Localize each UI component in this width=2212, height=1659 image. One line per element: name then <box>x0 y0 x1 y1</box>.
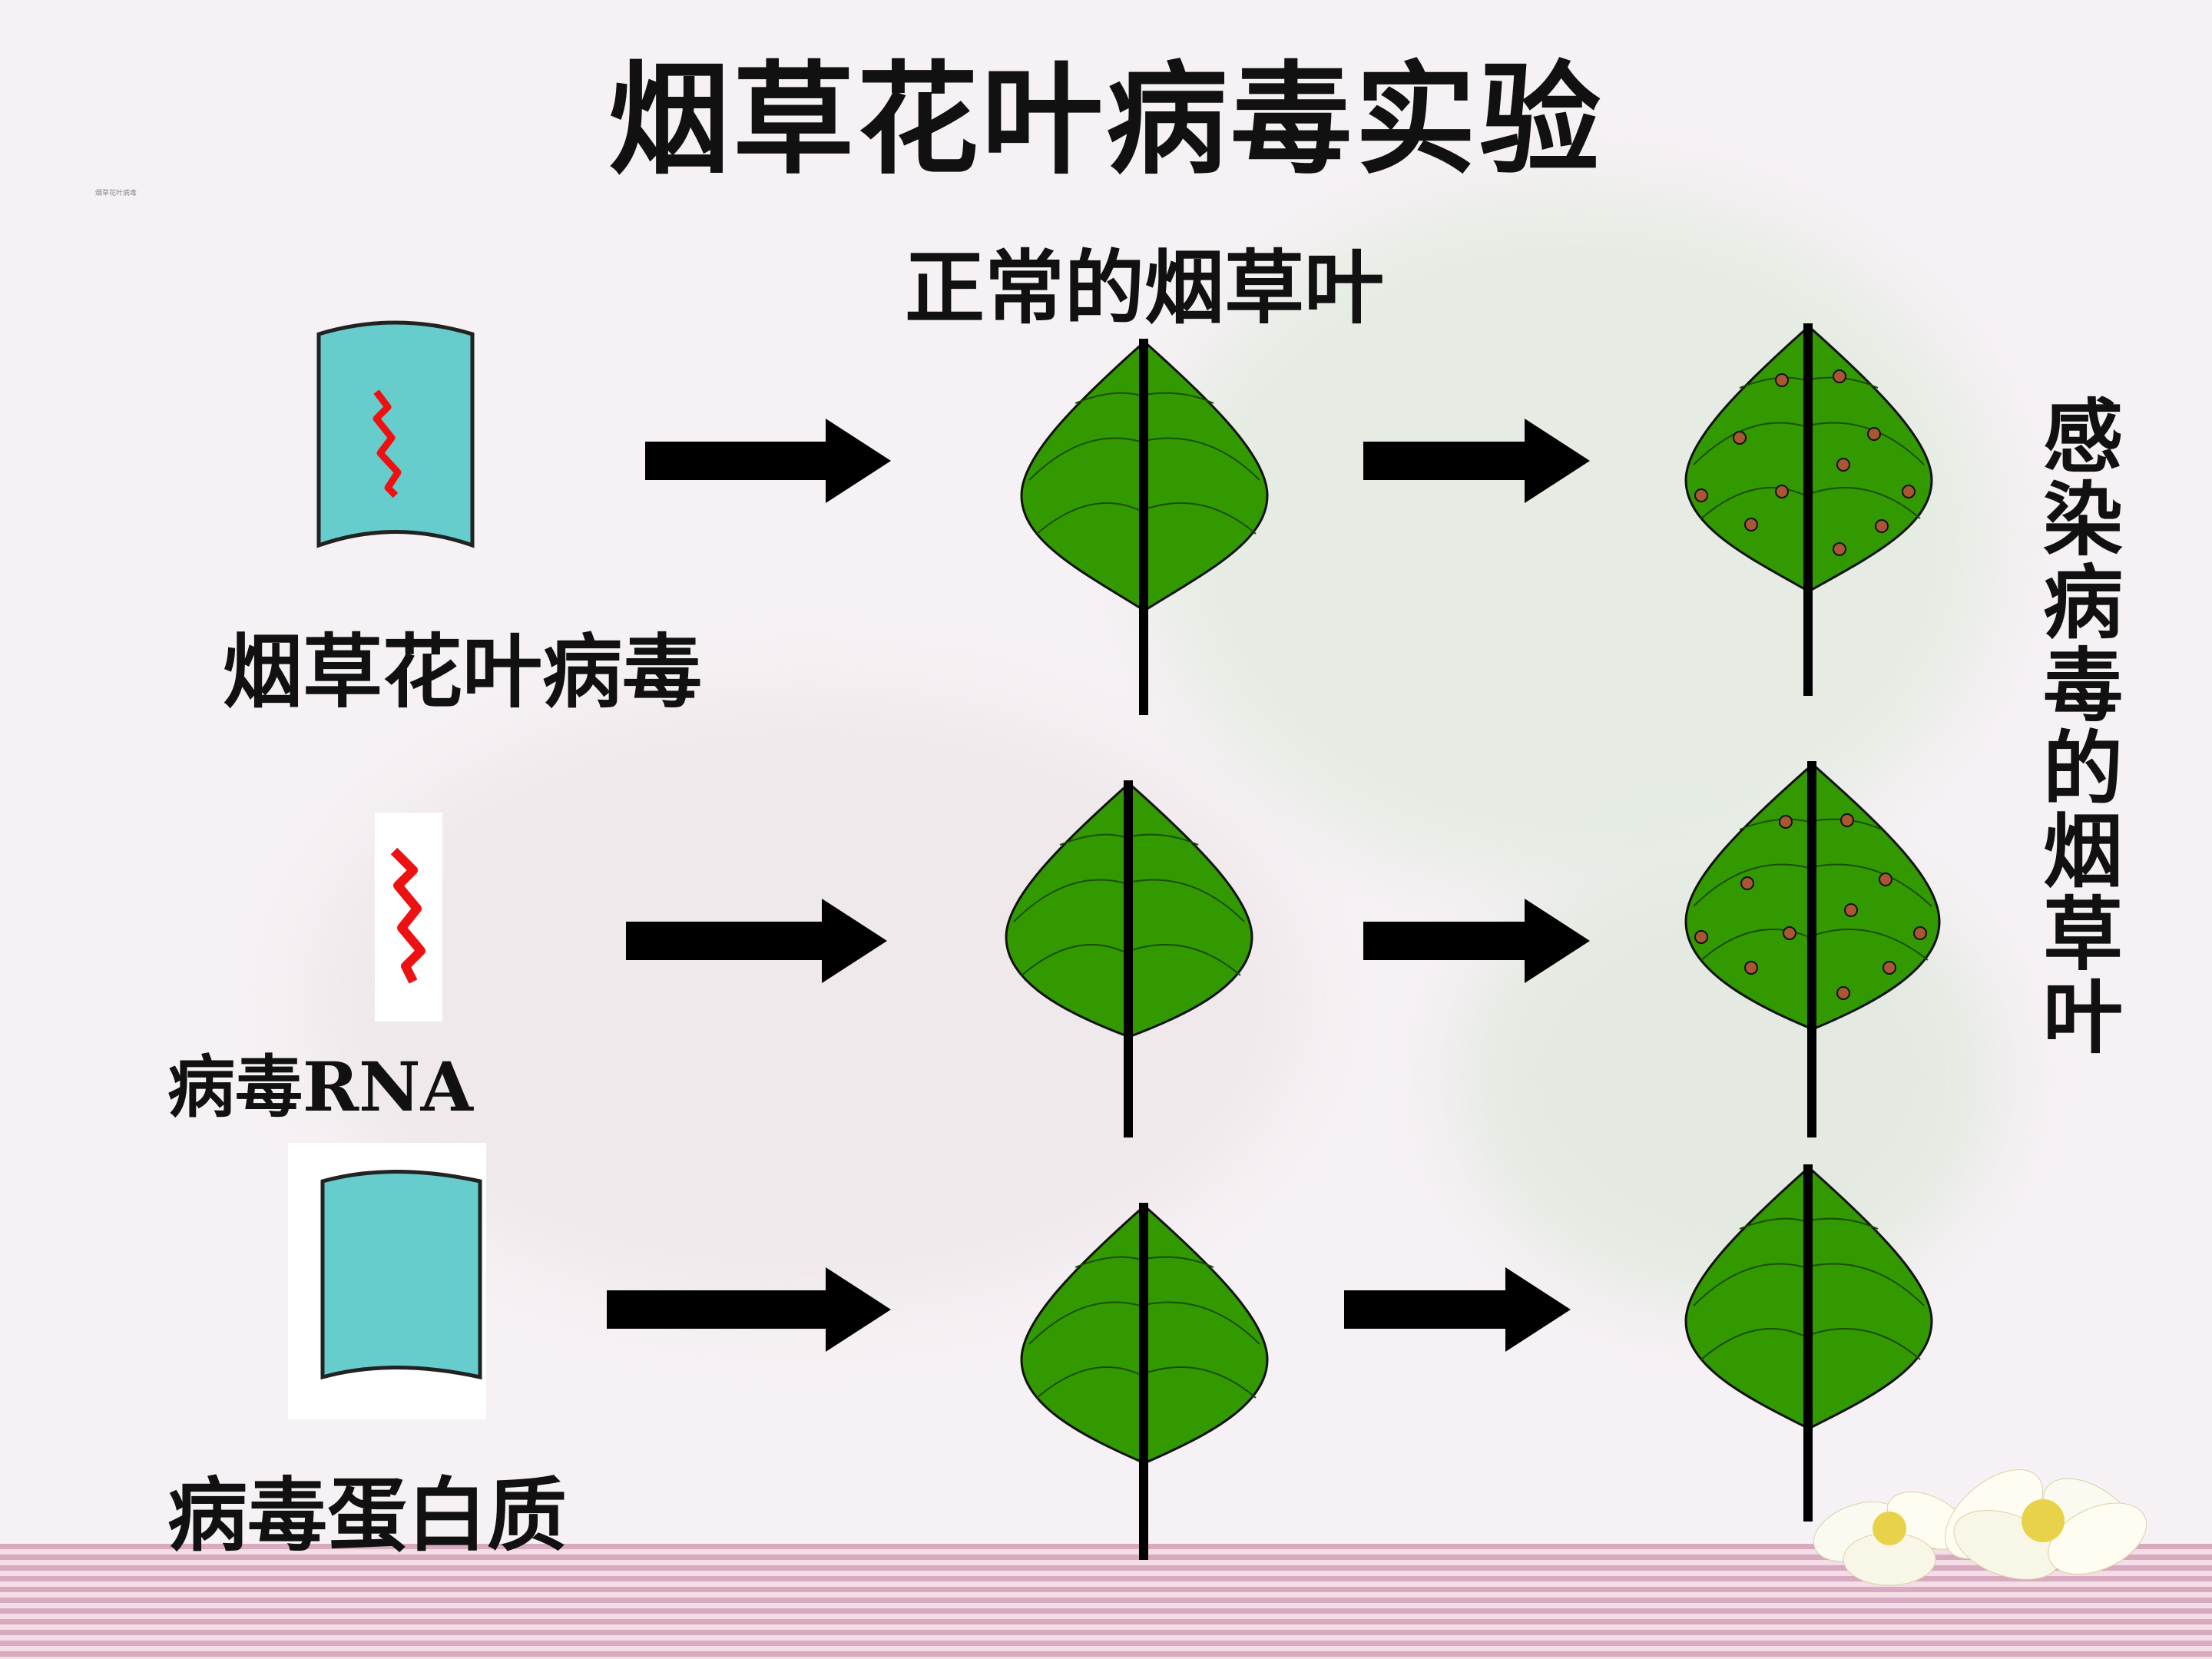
source-label-protein: 病毒蛋白质 <box>167 1468 568 1562</box>
arrow-right-icon <box>1344 1267 1571 1352</box>
arrow-right-icon <box>645 419 891 503</box>
rna-strand-icon <box>390 847 426 984</box>
healthy-leaf <box>1020 339 1269 715</box>
bottom-stripe-band <box>0 1544 2212 1659</box>
arrow-right-icon <box>1363 899 1590 983</box>
normal-leaf-label: 正常的烟草叶 <box>905 240 1385 335</box>
protein-capsule-icon <box>320 1170 482 1380</box>
healthy-result-leaf <box>1684 1164 1933 1522</box>
slide-title: 烟草花叶病毒实验 <box>608 49 1604 191</box>
arrow-right-icon <box>607 1267 891 1352</box>
source-label-virus: 烟草花叶病毒 <box>223 624 703 719</box>
jasmine-flower-decoration <box>1813 1469 2147 1586</box>
arrow-right-icon <box>1363 419 1590 503</box>
virus-capsule-icon <box>316 320 475 548</box>
infected-leaf <box>1684 761 1941 1137</box>
healthy-leaf <box>1020 1203 1269 1560</box>
arrow-right-icon <box>626 899 887 983</box>
rna-strand-icon <box>373 389 402 498</box>
source-label-rna: 病毒RNA <box>167 1047 473 1127</box>
infected-leaf <box>1684 323 1933 696</box>
infected-leaf-label: 感染病毒的烟草叶 <box>2042 389 2123 1065</box>
healthy-leaf <box>1005 780 1253 1137</box>
tiny-caption: 烟草花叶病毒 <box>95 190 137 197</box>
